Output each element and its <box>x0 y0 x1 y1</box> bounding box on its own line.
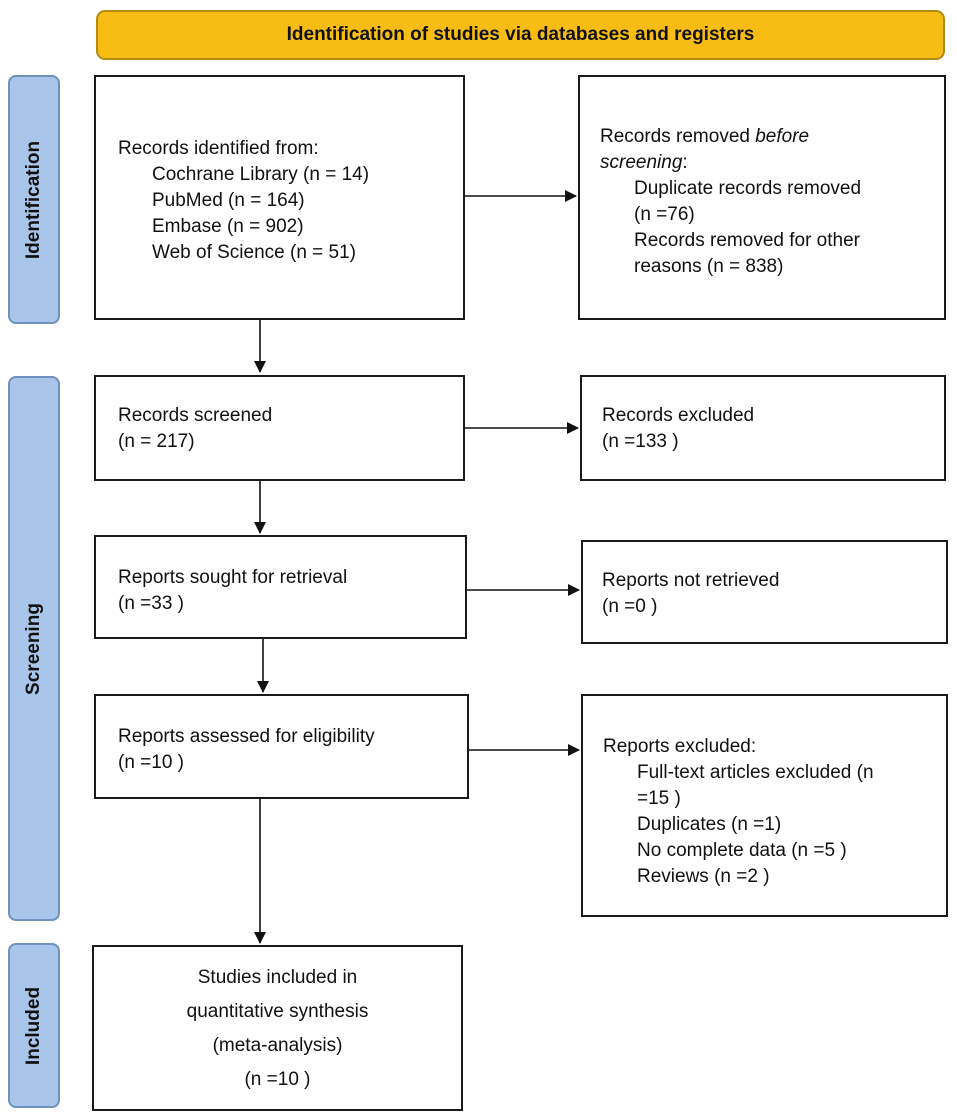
excluded-duplicates: Duplicates (n =1) <box>637 814 782 835</box>
records-screened-count: (n = 217) <box>118 431 195 452</box>
included-count: (n =10 ) <box>244 1069 311 1090</box>
reports-assessed-label: Reports assessed for eligibility <box>118 726 375 747</box>
records-excluded-count: (n =133 ) <box>602 431 679 452</box>
removed-duplicates-count: (n =76) <box>634 204 695 225</box>
reports-assessed-count: (n =10 ) <box>118 752 185 773</box>
header-banner: Identification of studies via databases … <box>96 10 945 60</box>
reports-assessed-box: Reports assessed for eligibility (n =10 … <box>94 694 469 799</box>
removed-duplicates: Duplicate records removed <box>634 178 862 199</box>
header-title: Identification of studies via databases … <box>286 24 755 45</box>
excluded-no-complete-data: No complete data (n =5 ) <box>637 840 847 861</box>
included-line-2: quantitative synthesis <box>186 1001 369 1022</box>
excluded-reviews: Reviews (n =2 ) <box>637 866 770 887</box>
reports-excluded-box: Reports excluded: Full-text articles exc… <box>581 694 948 917</box>
reports-excluded-title: Reports excluded: <box>603 736 757 757</box>
records-excluded-box: Records excluded (n =133 ) <box>580 375 946 481</box>
removed-other-count: reasons (n = 838) <box>634 256 784 277</box>
records-excluded-label: Records excluded <box>602 405 755 426</box>
reports-sought-label: Reports sought for retrieval <box>118 567 348 588</box>
records-screened-box: Records screened (n = 217) <box>94 375 465 481</box>
included-line-1: Studies included in <box>197 967 358 988</box>
reports-not-retrieved-count: (n =0 ) <box>602 596 658 617</box>
source-cochrane: Cochrane Library (n = 14) <box>152 164 370 185</box>
reports-sought-box: Reports sought for retrieval (n =33 ) <box>94 535 467 639</box>
records-screened-label: Records screened <box>118 405 273 426</box>
reports-not-retrieved-label: Reports not retrieved <box>602 570 780 591</box>
reports-not-retrieved-box: Reports not retrieved (n =0 ) <box>581 540 948 644</box>
records-identified-box: Records identified from: Cochrane Librar… <box>94 75 465 320</box>
excluded-fulltext: Full-text articles excluded (n <box>637 762 874 783</box>
excluded-fulltext-count: =15 ) <box>637 788 681 809</box>
studies-included-box: Studies included in quantitative synthes… <box>92 945 463 1111</box>
records-removed-title: Records removed before <box>600 126 810 147</box>
records-removed-box: Records removed before screening: Duplic… <box>578 75 946 320</box>
phase-included: Included <box>8 943 60 1108</box>
records-identified-title: Records identified from: <box>118 138 319 159</box>
removed-other: Records removed for other <box>634 230 860 251</box>
reports-sought-count: (n =33 ) <box>118 593 185 614</box>
phase-identification: Identification <box>8 75 60 324</box>
source-pubmed: PubMed (n = 164) <box>152 190 305 211</box>
phase-screening: Screening <box>8 376 60 921</box>
source-wos: Web of Science (n = 51) <box>152 242 357 263</box>
source-embase: Embase (n = 902) <box>152 216 304 237</box>
included-line-3: (meta-analysis) <box>212 1035 343 1056</box>
